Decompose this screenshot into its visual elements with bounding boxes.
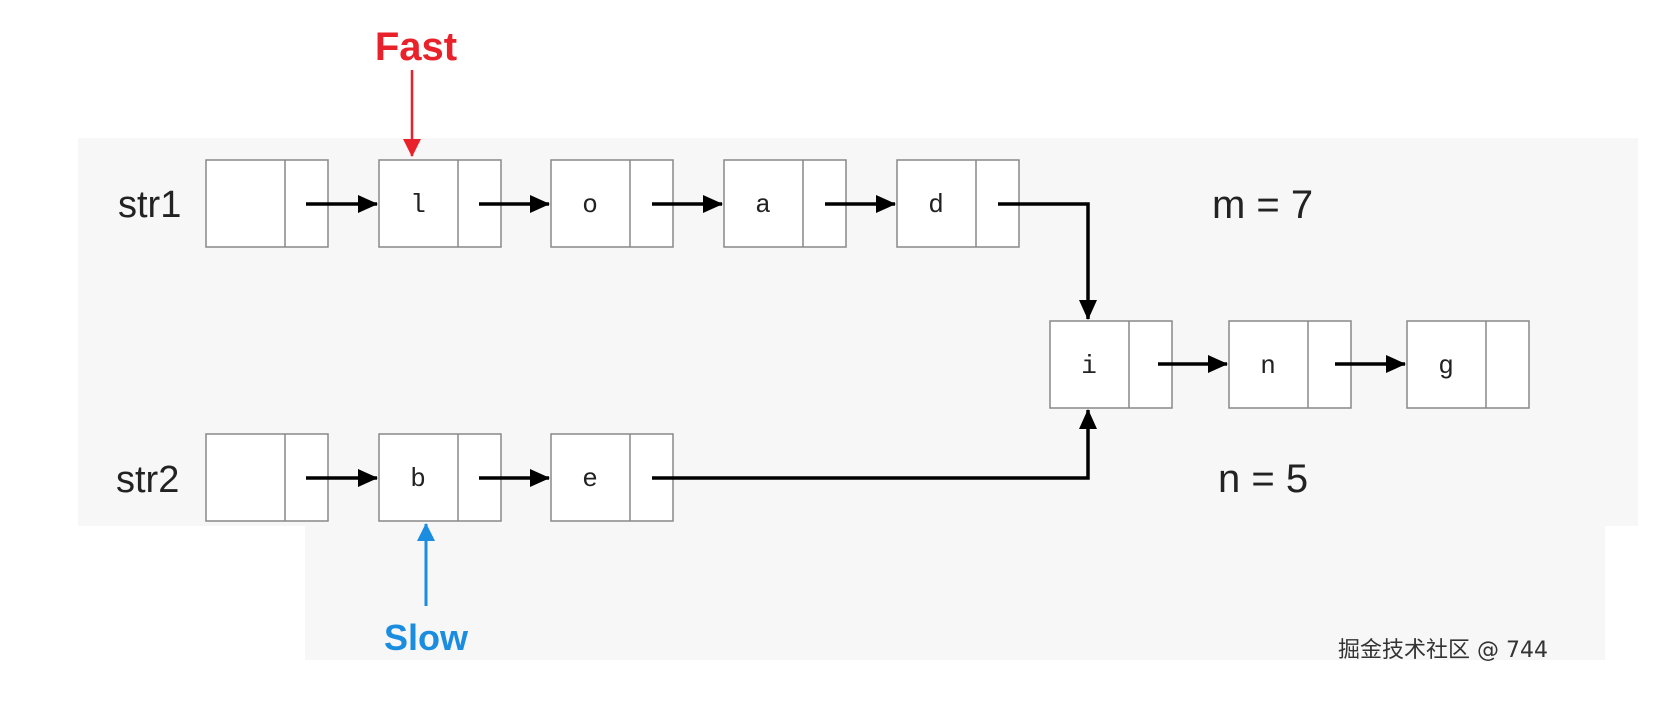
node-i: i bbox=[1049, 320, 1173, 409]
node-value: e bbox=[582, 464, 598, 494]
node-g: g bbox=[1406, 320, 1530, 409]
node-n: n bbox=[1228, 320, 1352, 409]
n-length-label: n = 5 bbox=[1218, 457, 1308, 501]
node-value: g bbox=[1438, 351, 1454, 381]
str1-label: str1 bbox=[118, 184, 181, 226]
str2-label: str2 bbox=[116, 459, 179, 501]
node-value: l bbox=[410, 190, 426, 220]
link-arrow-to-i bbox=[998, 202, 1097, 320]
node-value: n bbox=[1260, 351, 1276, 381]
node-value: i bbox=[1081, 351, 1097, 381]
node-b: b bbox=[378, 433, 502, 522]
m-length-label: m = 7 bbox=[1212, 183, 1313, 227]
link-arrow-to-i bbox=[652, 409, 1097, 480]
node-value: d bbox=[928, 190, 944, 220]
node-value: o bbox=[582, 190, 598, 220]
fast-pointer-label: Fast bbox=[375, 25, 457, 69]
node-value: b bbox=[410, 464, 426, 494]
node-value: a bbox=[755, 190, 771, 220]
slow-pointer-label: Slow bbox=[384, 617, 469, 658]
watermark-text: 掘金技术社区 @ 744 bbox=[1338, 638, 1548, 663]
background-panel-lower bbox=[305, 520, 1605, 660]
